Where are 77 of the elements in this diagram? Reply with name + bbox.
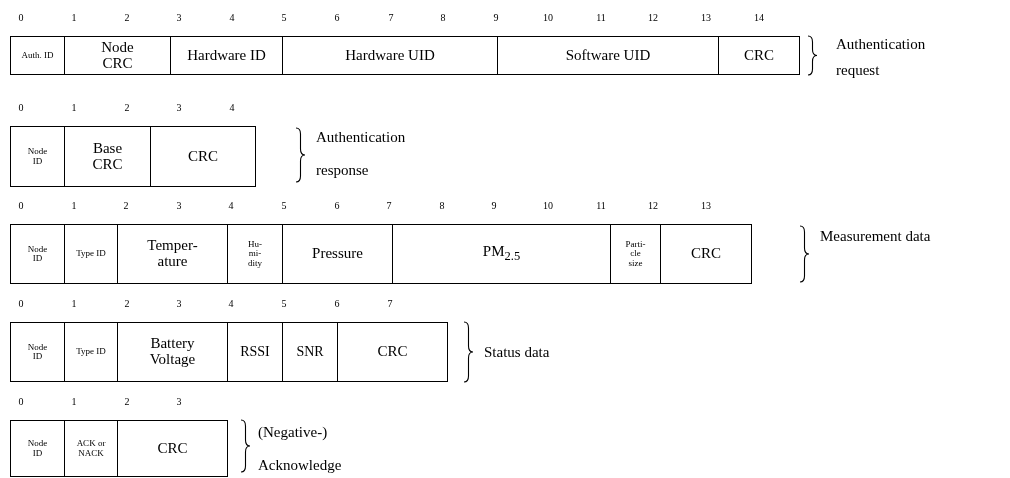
byte-index: 2 [122, 199, 130, 213]
byte-index: 4 [228, 11, 236, 25]
byte-index: 3 [175, 395, 183, 409]
byte-index: 1 [70, 395, 78, 409]
packet-field: CRC [150, 126, 256, 187]
byte-index: 1 [70, 101, 78, 115]
packet-field: Node ID [10, 224, 65, 284]
byte-index: 4 [227, 297, 235, 311]
byte-index: 9 [492, 11, 500, 25]
byte-index: 5 [280, 11, 288, 25]
byte-index: 8 [438, 199, 446, 213]
packet-description: Authentication request [836, 35, 927, 80]
packet-field: Parti- cle size [610, 224, 661, 284]
packet-field: Node ID [10, 420, 65, 477]
byte-index: 10 [542, 199, 554, 213]
packet-field: Software UID [497, 36, 719, 75]
byte-index: 6 [333, 199, 341, 213]
packet-field: Hardware UID [282, 36, 498, 75]
byte-index: 13 [700, 11, 712, 25]
byte-index: 2 [123, 297, 131, 311]
byte-index: 14 [753, 11, 765, 25]
byte-index: 1 [70, 199, 78, 213]
packet-field: Pressure [282, 224, 393, 284]
packet-field: Auth. ID [10, 36, 65, 75]
packet-field: Temper- ature [117, 224, 228, 284]
byte-index: 2 [123, 395, 131, 409]
packet-field: Node CRC [64, 36, 171, 75]
byte-index: 0 [17, 297, 25, 311]
byte-index: 8 [439, 11, 447, 25]
byte-index: 3 [175, 199, 183, 213]
byte-index: 6 [333, 297, 341, 311]
byte-index: 3 [175, 11, 183, 25]
byte-index: 1 [70, 11, 78, 25]
byte-index: 7 [386, 297, 394, 311]
byte-index: 13 [700, 199, 712, 213]
byte-index: 3 [175, 297, 183, 311]
byte-index: 12 [647, 199, 659, 213]
packet-description: Measurement data [820, 227, 932, 246]
byte-index: 7 [387, 11, 395, 25]
packet-field: Battery Voltage [117, 322, 228, 382]
byte-index: 6 [333, 11, 341, 25]
byte-index: 11 [595, 199, 607, 213]
byte-index: 9 [490, 199, 498, 213]
byte-index: 5 [280, 199, 288, 213]
byte-index: 2 [123, 101, 131, 115]
packet-field: SNR [282, 322, 338, 382]
byte-index: 10 [542, 11, 554, 25]
packet-field: CRC [660, 224, 752, 284]
byte-index: 0 [17, 395, 25, 409]
byte-index: 7 [385, 199, 393, 213]
byte-index: 3 [175, 101, 183, 115]
packet-field: Node ID [10, 322, 65, 382]
packet-field: CRC [718, 36, 800, 75]
packet-field: Base CRC [64, 126, 151, 187]
byte-index: 0 [17, 11, 25, 25]
byte-index: 4 [227, 199, 235, 213]
byte-index: 0 [17, 101, 25, 115]
byte-index: 2 [123, 11, 131, 25]
byte-index: 12 [647, 11, 659, 25]
byte-index: 0 [17, 199, 25, 213]
packet-description: (Negative-) Acknowledge [258, 423, 343, 475]
packet-field: Type ID [64, 322, 118, 382]
packet-field: Hardware ID [170, 36, 283, 75]
packet-description: Authentication response [316, 128, 407, 180]
byte-index: 4 [228, 101, 236, 115]
packet-description: Status data [484, 343, 551, 362]
packet-field: CRC [337, 322, 448, 382]
packet-field: Hu- mi- dity [227, 224, 283, 284]
packet-field: Node ID [10, 126, 65, 187]
packet-field: CRC [117, 420, 228, 477]
byte-index: 1 [70, 297, 78, 311]
packet-field: ACK or NACK [64, 420, 118, 477]
packet-field: RSSI [227, 322, 283, 382]
packet-field: PM$_{2.5}$ [392, 224, 611, 284]
byte-index: 11 [595, 11, 607, 25]
packet-field: Type ID [64, 224, 118, 284]
byte-index: 5 [280, 297, 288, 311]
